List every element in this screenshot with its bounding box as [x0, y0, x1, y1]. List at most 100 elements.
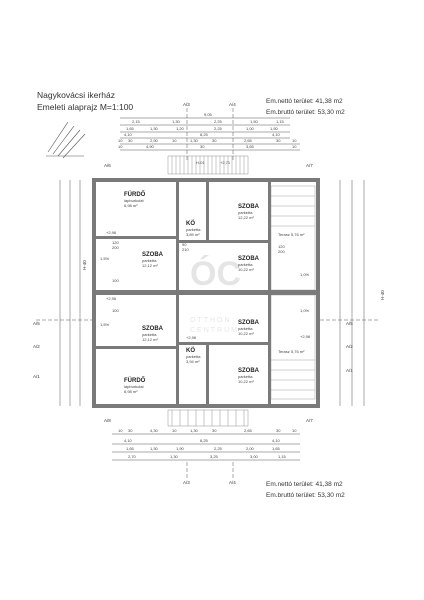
svg-text:2,25: 2,25 [214, 126, 223, 131]
svg-text:1,30: 1,30 [172, 119, 181, 124]
svg-text:4,30: 4,30 [150, 428, 159, 433]
room-szoba-br-name: SZOBA [238, 368, 260, 374]
room-furdo-bot-name: FÜRDŐ [124, 377, 146, 384]
svg-text:9,05: 9,05 [204, 112, 213, 117]
room-szoba-r2-area: 10,22 m² [238, 331, 254, 336]
room-furdo-top-area: 6,98 m² [124, 203, 138, 208]
svg-text:10: 10 [118, 144, 123, 149]
drawing-subtitle: Emeleti alaprajz M=1:100 [37, 102, 133, 112]
svg-text:30: 30 [276, 428, 281, 433]
svg-text:2,90: 2,90 [150, 138, 159, 143]
svg-text:1,65: 1,65 [126, 126, 135, 131]
svg-text:1,50: 1,50 [250, 119, 259, 124]
svg-text:8,25: 8,25 [200, 438, 209, 443]
room-szoba-tr-floor: parketta [238, 210, 253, 215]
room-ko-bot-floor: parketta [186, 354, 201, 359]
svg-text:2,65: 2,65 [244, 428, 253, 433]
section-mark-a5-left: A/5 [33, 321, 40, 326]
marker-h01: H-01 [196, 160, 205, 165]
svg-text:1,30: 1,30 [150, 446, 159, 451]
room-szoba-r1-floor: parketta [238, 262, 253, 267]
room-szoba-l2-area: 12,12 m² [142, 337, 158, 342]
svg-text:10: 10 [292, 144, 297, 149]
section-mark-a3-top: A/3 [183, 102, 190, 107]
opening-6: 200 [278, 249, 285, 254]
opening-3: 100 [112, 278, 119, 283]
svg-text:3,00: 3,00 [250, 454, 259, 459]
svg-text:4,10: 4,10 [272, 438, 281, 443]
slope-mark-1: 1,5% [100, 256, 110, 261]
roof-hatch-bottom [167, 409, 249, 427]
drawing-title: Nagykovácsi ikerház [37, 90, 115, 100]
section-mark-a5-right: A/5 [346, 321, 353, 326]
opening-1: 120 [112, 240, 119, 245]
room-szoba-l2-name: SZOBA [142, 326, 164, 332]
svg-text:4,10: 4,10 [124, 438, 133, 443]
level-mark-3: +2,96 [106, 296, 117, 301]
svg-text:CENTRUM: CENTRUM [190, 327, 239, 334]
svg-text:30: 30 [128, 138, 133, 143]
svg-text:OTTHON: OTTHON [190, 317, 232, 324]
svg-text:10: 10 [172, 428, 177, 433]
svg-text:1,65: 1,65 [126, 446, 135, 451]
svg-text:1,50: 1,50 [270, 126, 279, 131]
bottom-dimension-chain: 10 30 4,30 10 1,30 30 2,65 30 10 4,10 8,… [112, 428, 300, 461]
svg-text:1,15: 1,15 [278, 454, 287, 459]
watermark: ÓC OTTHON CENTRUM [190, 255, 241, 334]
svg-text:3,25: 3,25 [210, 454, 219, 459]
section-mark-a1-right: A/1 [346, 368, 353, 373]
svg-text:2,25: 2,25 [214, 446, 223, 451]
svg-text:10: 10 [172, 138, 177, 143]
section-mark-a7-top: A/7 [306, 163, 313, 168]
room-szoba-r2-floor: parketta [238, 326, 253, 331]
room-ko-top-area: 3,89 m² [186, 232, 200, 237]
opening-8: 210 [182, 247, 189, 252]
svg-text:4,90: 4,90 [146, 144, 155, 149]
room-szoba-l2-floor: parketta [142, 332, 157, 337]
slope-mark-3: 1,0% [300, 272, 310, 277]
room-ko-bot-area: 3,94 m² [186, 359, 200, 364]
room-furdo-bot-area: 6,98 m² [124, 389, 138, 394]
terrace-bottom-label: Terasz 5,76 m² [278, 349, 305, 354]
svg-text:1,30: 1,30 [190, 138, 199, 143]
room-szoba-l1-area: 12,12 m² [142, 263, 158, 268]
section-mark-a3-bottom: A/3 [183, 480, 190, 485]
section-mark-a6-top: A/6 [104, 163, 111, 168]
room-ko-bot-name: KÖ [186, 347, 195, 354]
svg-text:1,15: 1,15 [276, 119, 285, 124]
opening-5: 120 [278, 244, 285, 249]
svg-text:2,25: 2,25 [214, 119, 223, 124]
svg-text:10: 10 [118, 138, 123, 143]
svg-text:4,10: 4,10 [124, 132, 133, 137]
top-dimension-chain: 9,05 2,15 1,30 2,25 1,50 1,15 1,65 1,30 … [118, 112, 300, 151]
section-mark-a8-bottom: A/8 [104, 418, 111, 423]
svg-text:10: 10 [292, 428, 297, 433]
terrace-top-label: Terasz 5,76 m² [278, 232, 305, 237]
orientation-sketch [46, 121, 86, 159]
svg-text:1,00: 1,00 [246, 126, 255, 131]
section-mark-a7-bottom: A/7 [306, 418, 313, 423]
gross-area-bottom: Em.bruttó terület: 53,30 m2 [266, 492, 345, 499]
room-furdo-bot-floor: lapburkolat [124, 384, 144, 389]
opening-2: 200 [112, 245, 119, 250]
marker-h40-right: H-40 [380, 290, 385, 300]
level-mark-4: +2,96 [300, 334, 311, 339]
svg-text:2,70: 2,70 [128, 454, 137, 459]
slope-mark-2: 1,5% [100, 322, 110, 327]
side-dimension-lines [36, 180, 380, 406]
room-szoba-r1-name: SZOBA [238, 256, 260, 262]
room-ko-top-floor: parketta [186, 227, 201, 232]
svg-text:1,30: 1,30 [150, 126, 159, 131]
svg-text:1,65: 1,65 [272, 446, 281, 451]
svg-text:10: 10 [292, 138, 297, 143]
opening-7: 90 [182, 242, 187, 247]
opening-4: 100 [112, 308, 119, 313]
terrace-hatch-bottom [270, 294, 316, 400]
level-top-roof: +2,71 [220, 160, 231, 165]
marker-h40-left: H-40 [82, 260, 87, 270]
room-szoba-tr-name: SZOBA [238, 204, 260, 210]
terrace-hatch-top [270, 185, 316, 291]
roof-hatch-top [167, 155, 249, 175]
section-mark-a2-right: A/2 [346, 344, 353, 349]
